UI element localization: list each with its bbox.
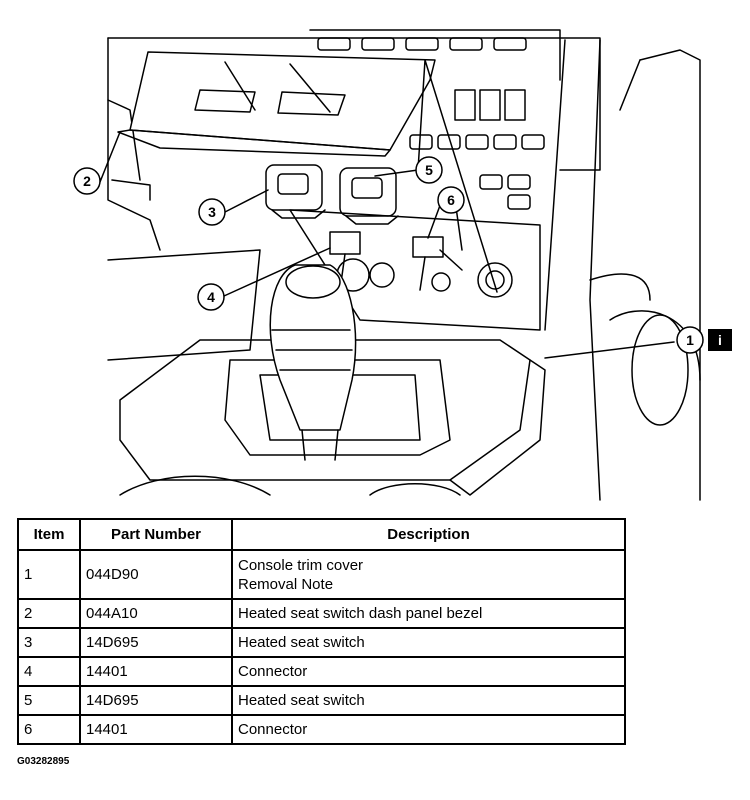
table-row: 5 14D695 Heated seat switch <box>17 685 626 716</box>
shift-knob <box>269 264 357 461</box>
cell-part-number: 14401 <box>79 714 233 745</box>
table-row: 6 14401 Connector <box>17 714 626 745</box>
connector-right <box>412 236 444 258</box>
svg-text:3: 3 <box>208 204 216 220</box>
removal-note-link[interactable]: Removal Note <box>238 575 334 593</box>
cell-description: Heated seat switch dash panel bezel <box>231 598 626 629</box>
radio-buttons-row <box>317 37 545 210</box>
info-badge[interactable]: i <box>708 329 732 351</box>
heated-seat-switch-right <box>339 167 399 225</box>
console-illustration: 1 i 2 3 4 5 6 <box>73 29 732 501</box>
cell-item: 1 <box>17 549 81 600</box>
callout-6: 6 <box>437 186 465 214</box>
svg-text:i: i <box>718 332 722 348</box>
cell-item: 2 <box>17 598 81 629</box>
cell-item: 3 <box>17 627 81 658</box>
callout-2: 2 <box>73 167 101 195</box>
cell-part-number: 14D695 <box>79 685 233 716</box>
description-line: Console trim cover <box>238 556 364 574</box>
figure-id: G03282895 <box>17 756 70 767</box>
table-row: 4 14401 Connector <box>17 656 626 687</box>
cell-item: 4 <box>17 656 81 687</box>
cell-part-number: 14401 <box>79 656 233 687</box>
header-item: Item <box>17 518 81 551</box>
cell-item: 5 <box>17 685 81 716</box>
cell-part-number: 044D90 <box>79 549 233 600</box>
dash-panel-bezel <box>117 51 436 157</box>
cell-part-number: 044A10 <box>79 598 233 629</box>
svg-text:6: 6 <box>447 192 455 208</box>
cell-description: Console trim cover Removal Note <box>231 549 626 600</box>
cell-item: 6 <box>17 714 81 745</box>
heated-seat-switch-left <box>265 164 326 219</box>
connector-left <box>329 231 361 255</box>
cell-part-number: 14D695 <box>79 627 233 658</box>
cell-description: Connector <box>231 714 626 745</box>
svg-text:2: 2 <box>83 173 91 189</box>
svg-text:4: 4 <box>207 289 215 305</box>
svg-text:5: 5 <box>425 162 433 178</box>
callout-1: 1 <box>676 326 704 354</box>
callout-3: 3 <box>198 198 226 226</box>
cell-description: Heated seat switch <box>231 627 626 658</box>
svg-text:1: 1 <box>686 332 694 348</box>
callout-4: 4 <box>197 283 225 311</box>
header-description: Description <box>231 518 626 551</box>
cell-description: Heated seat switch <box>231 685 626 716</box>
header-part-number: Part Number <box>79 518 233 551</box>
table-row: 2 044A10 Heated seat switch dash panel b… <box>17 598 626 629</box>
callout-5: 5 <box>415 156 443 184</box>
table-row: 3 14D695 Heated seat switch <box>17 627 626 658</box>
parts-table: Item Part Number Description 1 044D90 Co… <box>17 518 626 745</box>
table-header-row: Item Part Number Description <box>17 518 626 551</box>
cell-description: Connector <box>231 656 626 687</box>
table-row: 1 044D90 Console trim cover Removal Note <box>17 549 626 600</box>
